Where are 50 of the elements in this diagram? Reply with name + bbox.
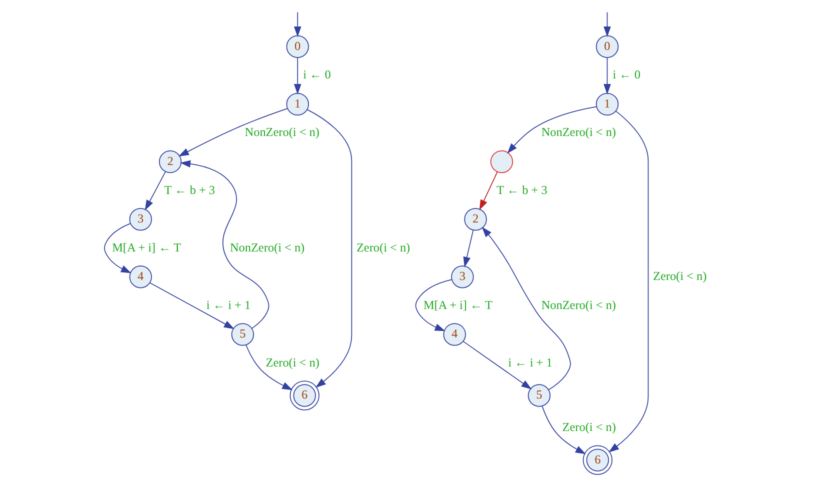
arrow <box>178 108 288 156</box>
edge-label: T ← b + 3 <box>496 182 547 197</box>
arrow <box>104 223 131 274</box>
node-circle: 0 <box>286 35 308 58</box>
arrow <box>603 12 610 37</box>
arrow <box>478 171 498 210</box>
edge-label: Zero(i < n) <box>562 420 616 434</box>
arrow <box>506 106 596 154</box>
arrow <box>149 282 234 330</box>
node-circle: 2 <box>158 150 182 174</box>
node-circle: 5 <box>230 323 254 346</box>
arrow <box>608 110 648 452</box>
edge-label: M[A + i] ← T <box>422 298 492 312</box>
node-circle: 4 <box>442 323 466 346</box>
arrow <box>293 12 301 37</box>
edge-label: T ← b + 3 <box>164 182 215 197</box>
edge-label: Zero(i < n) <box>652 269 706 284</box>
edge-label: M[A + i] ← T <box>112 240 180 254</box>
edge-label: i ← 0 <box>302 68 330 82</box>
arrow <box>144 171 166 210</box>
arrow <box>293 57 301 94</box>
arrow <box>603 57 610 94</box>
edge-label: NonZero(i < n) <box>540 298 616 312</box>
edge-label: i ← i + 1 <box>206 298 250 312</box>
arrow <box>306 109 352 388</box>
node-circle <box>490 150 513 174</box>
arrow <box>462 230 474 268</box>
edge-label: NonZero(i < n) <box>229 240 304 254</box>
node-circle: 0 <box>595 35 618 58</box>
node-circle: 1 <box>286 92 308 116</box>
arrow <box>541 406 586 454</box>
arrow <box>462 341 532 390</box>
node-circle: 2 <box>464 208 486 231</box>
edge-label: i ← i + 1 <box>508 355 552 370</box>
edge-label: i ← 0 <box>612 68 640 82</box>
edge-label: Zero(i < n) <box>356 240 410 254</box>
edge-label: NonZero(i < n) <box>244 125 319 140</box>
node-circle: 3 <box>450 266 474 288</box>
arrow <box>245 344 292 390</box>
node-circle: 5 <box>527 384 550 407</box>
arrow <box>180 160 269 329</box>
node-circle: 6 <box>289 380 319 410</box>
node-circle: 6 <box>582 445 612 475</box>
arrow <box>414 279 452 332</box>
node-circle: 3 <box>128 208 152 231</box>
edge-label: Zero(i < n) <box>265 355 319 370</box>
node-circle: 4 <box>128 266 152 288</box>
node-circle: 1 <box>595 92 618 116</box>
arrow <box>481 226 570 390</box>
edge-label: NonZero(i < n) <box>540 125 616 140</box>
